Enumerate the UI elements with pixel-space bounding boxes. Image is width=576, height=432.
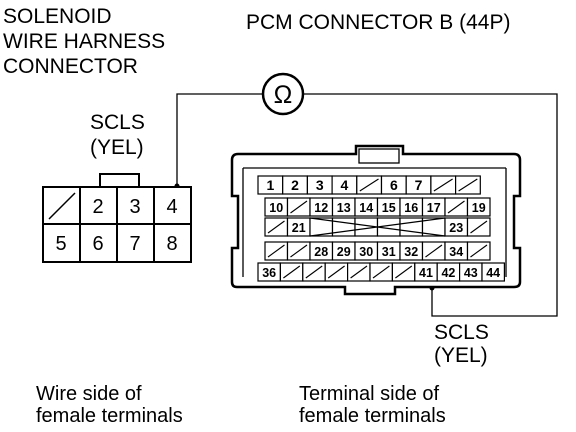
pcm-empty-cavity-slash bbox=[350, 265, 368, 279]
pcm-caption-line-1: Terminal side of bbox=[299, 383, 440, 405]
pcm-terminal-14: 14 bbox=[359, 201, 373, 215]
pcm-connector-title: PCM CONNECTOR B (44P) bbox=[246, 11, 511, 34]
pcm-cavity bbox=[399, 217, 424, 237]
pcm-blank-area-cross bbox=[309, 217, 446, 237]
solenoid-terminal-6: 6 bbox=[92, 233, 103, 255]
pcm-empty-cavity-slash bbox=[290, 244, 308, 258]
pcm-terminal-28: 28 bbox=[314, 245, 328, 259]
pcm-terminal-4: 4 bbox=[341, 177, 349, 193]
pcm-terminal-17: 17 bbox=[427, 201, 441, 215]
pcm-terminal-41: 41 bbox=[419, 266, 433, 280]
meter-wiring bbox=[176, 93, 558, 317]
pcm-terminal-13: 13 bbox=[337, 201, 351, 215]
pcm-empty-cavity-slash bbox=[267, 244, 285, 258]
solenoid-wire-color: (YEL) bbox=[90, 136, 144, 159]
solenoid-terminal-7: 7 bbox=[129, 233, 140, 255]
solenoid-caption-line-2: female terminals bbox=[36, 405, 183, 427]
solenoid-terminal-8: 8 bbox=[166, 233, 177, 255]
pcm-terminal-29: 29 bbox=[337, 245, 351, 259]
pcm-empty-cavity-slash bbox=[470, 244, 488, 258]
pcm-terminal-43: 43 bbox=[464, 266, 478, 280]
ohm-symbol: Ω bbox=[274, 81, 293, 109]
solenoid-connector: 2 3 4 5 6 7 8 bbox=[42, 173, 192, 263]
solenoid-terminal-4: 4 bbox=[166, 196, 177, 218]
solenoid-title-line-2: WIRE HARNESS bbox=[3, 30, 166, 53]
pcm-empty-cavity-slash bbox=[359, 178, 379, 192]
pcm-terminal-21: 21 bbox=[292, 221, 306, 235]
pcm-caption-line-2: female terminals bbox=[299, 405, 446, 427]
pcm-empty-cavity-slash bbox=[372, 265, 390, 279]
wire-to-pcm-terminal-42 bbox=[303, 93, 558, 317]
pcm-terminal-10: 10 bbox=[269, 201, 283, 215]
pcm-terminal-7: 7 bbox=[415, 177, 423, 193]
pcm-terminal-16: 16 bbox=[404, 201, 418, 215]
pcm-wire-label: SCLS bbox=[434, 321, 489, 344]
solenoid-title-line-3: CONNECTOR bbox=[3, 55, 138, 78]
solenoid-caption-line-1: Wire side of bbox=[36, 383, 142, 405]
pcm-terminal-15: 15 bbox=[382, 201, 396, 215]
pcm-empty-cavity-slash bbox=[470, 220, 488, 234]
pcm-terminal-32: 32 bbox=[404, 245, 418, 259]
pcm-cavity bbox=[466, 197, 491, 217]
pcm-empty-cavity-slash bbox=[395, 265, 413, 279]
pcm-empty-cavity-slash bbox=[327, 265, 345, 279]
solenoid-wire-label: SCLS bbox=[90, 111, 145, 134]
pcm-empty-cavity-slash bbox=[458, 178, 478, 192]
pcm-terminal-23: 23 bbox=[449, 221, 463, 235]
solenoid-terminal-2: 2 bbox=[92, 196, 103, 218]
pcm-terminal-36: 36 bbox=[262, 266, 276, 280]
pcm-cavity bbox=[331, 217, 356, 237]
pcm-terminal-6: 6 bbox=[390, 177, 398, 193]
pcm-terminal-42: 42 bbox=[441, 266, 455, 280]
pcm-terminal-19: 19 bbox=[472, 201, 486, 215]
solenoid-title-line-1: SOLENOID bbox=[3, 5, 112, 28]
pcm-empty-cavity-slash bbox=[267, 220, 285, 234]
pcm-wire-color: (YEL) bbox=[434, 344, 488, 367]
pcm-terminal-44: 44 bbox=[486, 266, 500, 280]
pcm-empty-cavity-slash bbox=[447, 200, 465, 214]
pcm-empty-cavity-slash bbox=[433, 178, 453, 192]
pcm-empty-cavity-slash bbox=[305, 265, 323, 279]
pcm-terminal-12: 12 bbox=[314, 201, 328, 215]
solenoid-terminal-3: 3 bbox=[129, 196, 140, 218]
pcm-terminal-30: 30 bbox=[359, 245, 373, 259]
solenoid-terminal-5: 5 bbox=[55, 233, 66, 255]
pcm-cavity bbox=[481, 262, 505, 282]
pcm-terminal-3: 3 bbox=[316, 177, 324, 193]
pcm-empty-cavity-slash bbox=[290, 200, 308, 214]
wire-to-solenoid-terminal-4 bbox=[176, 93, 263, 186]
ohmmeter: Ω bbox=[261, 72, 305, 116]
pcm-connector-key bbox=[358, 148, 400, 164]
pcm-terminal-34: 34 bbox=[449, 245, 463, 259]
pcm-empty-cavity-slash bbox=[425, 244, 443, 258]
pcm-terminal-2: 2 bbox=[291, 177, 299, 193]
solenoid-empty-cavity-slash bbox=[48, 192, 76, 220]
pcm-empty-cavity-slash bbox=[283, 265, 301, 279]
ohmmeter-icon bbox=[261, 72, 305, 116]
pcm-terminal-31: 31 bbox=[382, 245, 396, 259]
pcm-terminal-1: 1 bbox=[266, 177, 274, 193]
